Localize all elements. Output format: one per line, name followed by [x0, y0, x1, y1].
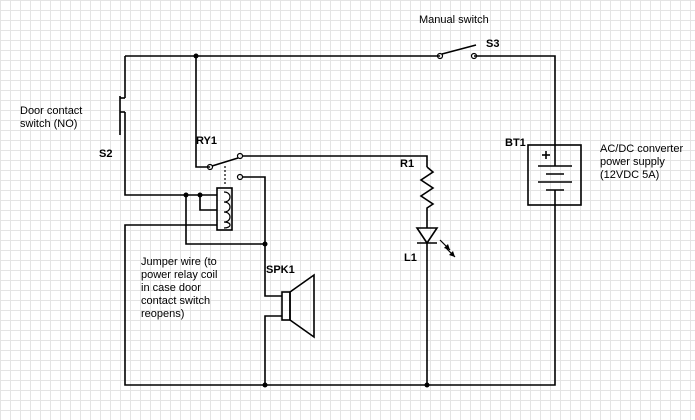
- jumper-wire: [185, 195, 265, 245]
- s3-label: S3: [486, 38, 500, 50]
- right-wire: [124, 205, 556, 386]
- l1-label: L1: [404, 252, 417, 264]
- relay-ry1: [206, 152, 244, 231]
- converter-label: AC/DC converter power supply (12VDC 5A): [600, 143, 684, 181]
- ry1-label: RY1: [196, 135, 217, 147]
- jumper-label: Jumper wire (to power relay coil in case…: [141, 256, 218, 320]
- manual-switch-s3: [436, 44, 478, 60]
- relay-nc-wire: [242, 176, 266, 244]
- battery-bt1: [527, 144, 582, 206]
- relay-no-wire: [242, 155, 428, 167]
- manual-switch-label: Manual switch: [419, 14, 489, 26]
- r1-label: R1: [400, 158, 415, 170]
- junction-dots: [183, 53, 430, 388]
- door-switch-s2: [119, 56, 217, 196]
- s2-label: S2: [99, 148, 113, 160]
- door-contact-label: Door contact switch (NO): [20, 105, 83, 130]
- top-wire: [125, 55, 556, 145]
- bt1-label: BT1: [505, 137, 526, 149]
- relay-common-wire: [195, 56, 210, 168]
- spk1-label: SPK1: [266, 264, 295, 276]
- resistor-r1: [419, 166, 435, 228]
- led-l1: [415, 227, 456, 385]
- speaker-spk1: [264, 244, 315, 385]
